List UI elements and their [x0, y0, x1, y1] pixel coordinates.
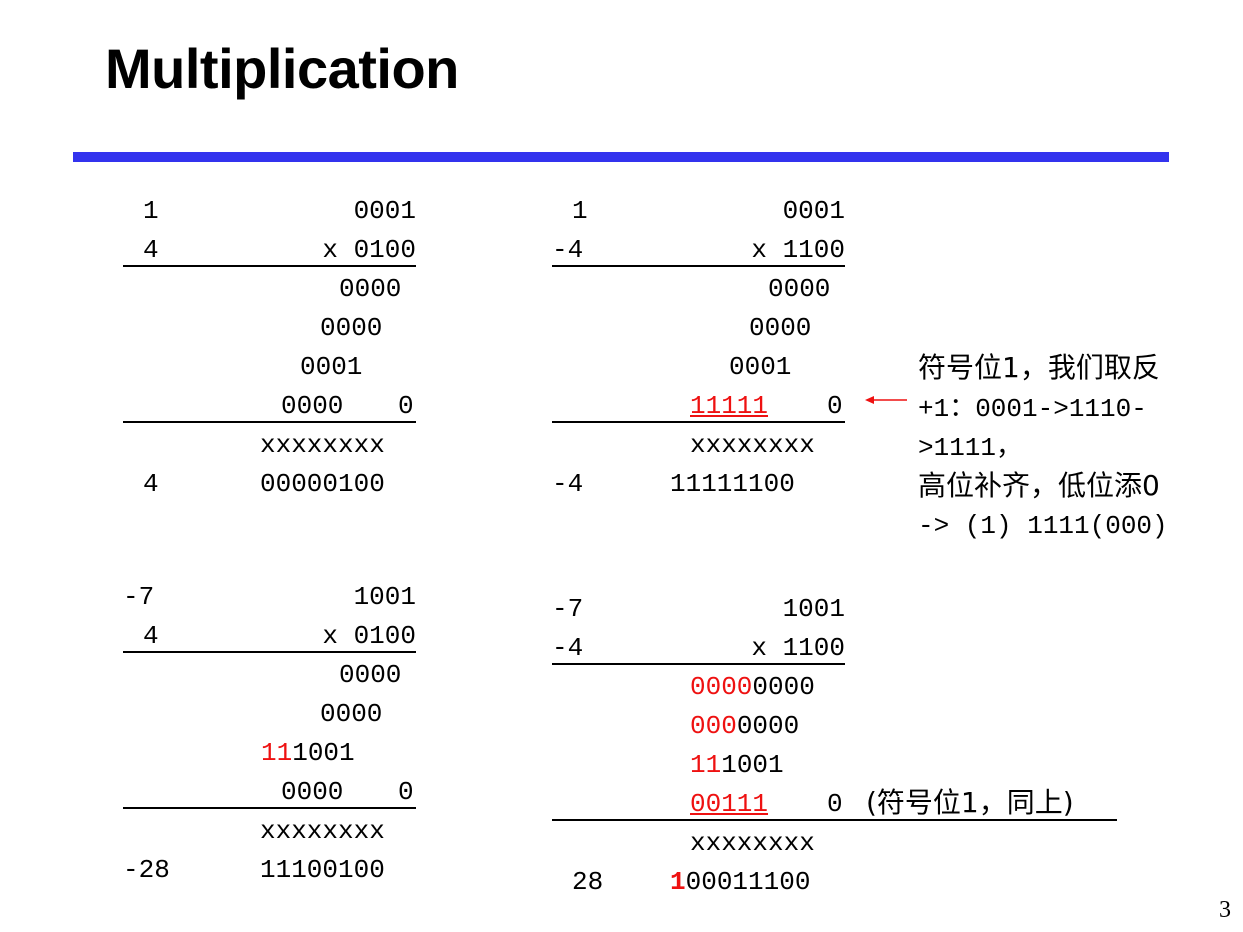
br-p2-sign-extension: 000 [690, 711, 737, 741]
tr-binary-operand-2: x 1100 [751, 235, 845, 265]
br-partial-product-4-complement: 00111 [690, 789, 769, 819]
tl-mask-row: xxxxxxxx [260, 430, 385, 460]
br-overflow-bit: 1 [670, 867, 686, 897]
bl-mask-row: xxxxxxxx [260, 816, 385, 846]
br-p1-sign-extension: 0000 [690, 672, 753, 702]
bl-partial-product-2: 0000 [320, 699, 383, 729]
br-mask-row: xxxxxxxx [690, 828, 815, 858]
bl-sign-extension-bits: 11 [261, 738, 293, 768]
note-line-3: >1111， [918, 433, 1023, 463]
tr-partial-product-3: 0001 [729, 352, 792, 382]
tr-partial-product-4-zero: 0 [827, 391, 843, 421]
page-title: Multiplication [105, 37, 459, 100]
bl-partial-product-4: 0000 [281, 777, 344, 807]
tl-decimal-result: 4 [143, 469, 159, 499]
br-binary-operand-1: 1001 [782, 594, 845, 624]
bl-partial-product-3-bits: 1001 [292, 738, 355, 768]
br-partial-product-2: 0000000 [690, 710, 799, 742]
br-binary-result-bits: 00011100 [685, 867, 811, 897]
bl-decimal-result: -28 [123, 855, 170, 885]
bl-binary-operand-1: 1001 [353, 582, 416, 612]
bl-decimal-operand-1: -7 [123, 582, 155, 612]
note-line-1: 符号位1，我们取反 [918, 351, 1160, 384]
note-line-5: -> (1) 1111(000) [918, 511, 1168, 541]
tl-decimal-operand-2: 4 [143, 235, 159, 265]
tl-sum-rule [123, 421, 416, 423]
tr-binary-result: 11111100 [670, 469, 795, 499]
tl-binary-operand-1: 0001 [353, 196, 416, 226]
tl-operand-rule [123, 265, 416, 267]
br-binary-result: 100011100 [670, 866, 810, 898]
tr-partial-product-1: 0000 [768, 274, 831, 304]
page-number: 3 [1219, 897, 1231, 923]
br-p1-bits: 0000 [752, 672, 815, 702]
br-sum-rule [552, 819, 1117, 821]
tr-operand-rule [552, 265, 845, 267]
br-partial-product-1: 00000000 [690, 671, 815, 703]
tr-decimal-result: -4 [552, 469, 584, 499]
tl-partial-product-4-zero: 0 [398, 391, 414, 421]
tr-decimal-operand-1: 1 [572, 196, 588, 226]
br-decimal-operand-2: -4 [552, 633, 584, 663]
bl-partial-product-1: 0000 [339, 660, 402, 690]
bl-decimal-operand-2: 4 [143, 621, 159, 651]
tr-mask-row: xxxxxxxx [690, 430, 815, 460]
tl-partial-product-4: 0000 [281, 391, 344, 421]
tl-binary-result: 00000100 [260, 469, 385, 499]
title-divider-bar [73, 152, 1169, 162]
tl-partial-product-2: 0000 [320, 313, 383, 343]
bl-binary-result: 11100100 [260, 855, 385, 885]
br-decimal-operand-1: -7 [552, 594, 584, 624]
br-operand-rule [552, 663, 845, 665]
tl-binary-operand-2: x 0100 [322, 235, 416, 265]
tl-decimal-operand-1: 1 [143, 196, 159, 226]
br-partial-product-4-zero: 0 [827, 789, 843, 819]
bl-partial-product-4-zero: 0 [398, 777, 414, 807]
br-p3-bits: 1001 [721, 750, 784, 780]
left-arrow-icon [865, 396, 907, 404]
br-partial-product-3: 111001 [690, 749, 784, 781]
br-p2-bits: 0000 [736, 711, 800, 741]
bl-operand-rule [123, 651, 416, 653]
tr-partial-product-4-sign-extended: 11111 [690, 391, 769, 421]
tl-partial-product-1: 0000 [339, 274, 402, 304]
note-line-4: 高位补齐，低位添0 [918, 469, 1160, 502]
tr-decimal-operand-2: -4 [552, 235, 584, 265]
bl-partial-product-3: 111001 [261, 737, 355, 769]
tr-partial-product-2: 0000 [749, 313, 812, 343]
tr-binary-operand-1: 0001 [782, 196, 845, 226]
br-binary-operand-2: x 1100 [751, 633, 845, 663]
bl-binary-operand-2: x 0100 [322, 621, 416, 651]
bl-sum-rule [123, 807, 416, 809]
tr-sum-rule [552, 421, 845, 423]
sign-bit-same-as-above-note: (符号位1，同上) [866, 786, 1074, 819]
note-line-2: +1：0001->1110- [918, 394, 1147, 424]
br-decimal-result: 28 [572, 867, 604, 897]
tl-partial-product-3: 0001 [300, 352, 363, 382]
br-p3-sign-extension: 11 [690, 750, 722, 780]
